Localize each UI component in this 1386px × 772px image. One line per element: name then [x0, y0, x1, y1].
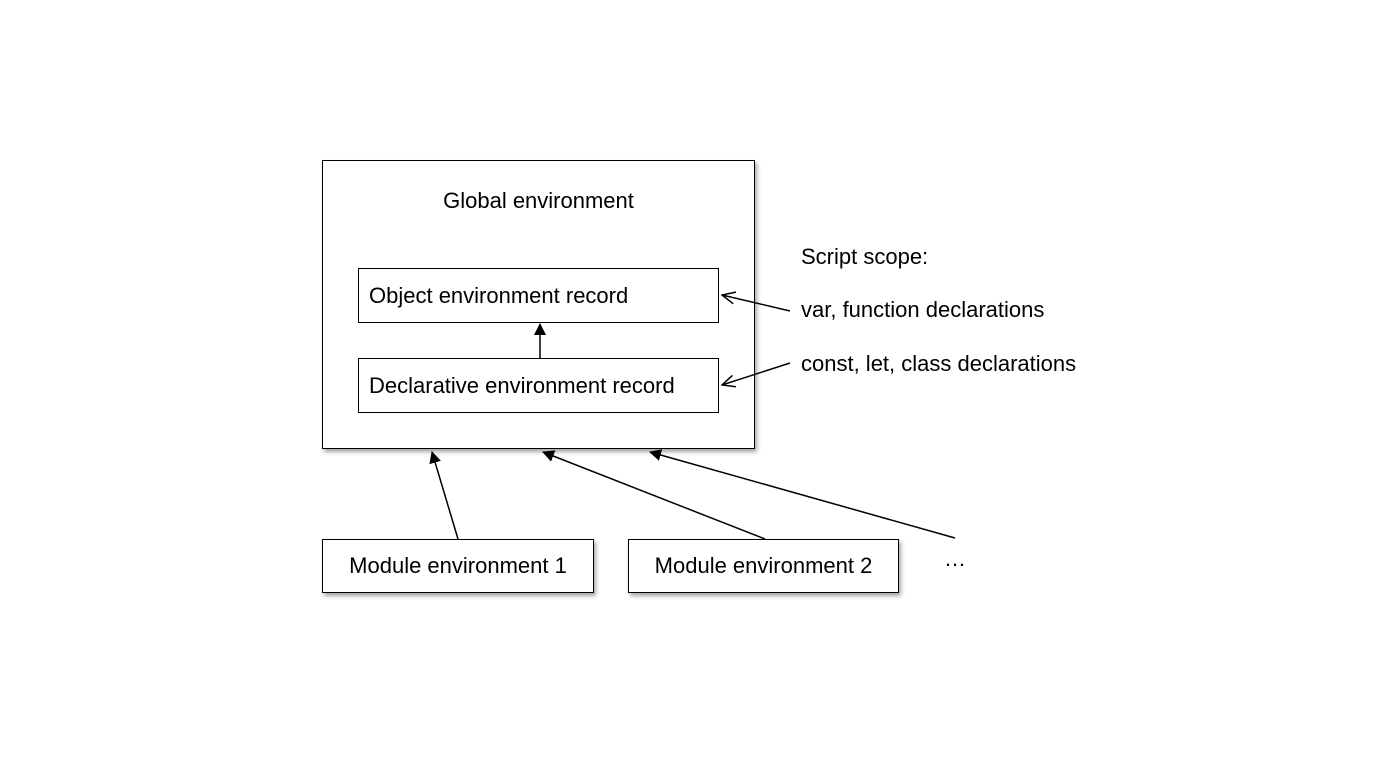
more-modules-ellipsis: … — [944, 546, 967, 571]
more-modules-to-global-arrow — [649, 449, 956, 539]
module2-to-global-arrow — [542, 450, 766, 540]
object-environment-record-box: Object environment record — [358, 268, 719, 323]
declarative-environment-record-label: Declarative environment record — [369, 372, 675, 398]
module-environment-2-label: Module environment 2 — [654, 553, 873, 578]
declarative-environment-record-box: Declarative environment record — [358, 358, 719, 413]
module-environment-1-box: Module environment 1 — [322, 539, 594, 593]
script-scope-var-label: var, function declarations — [801, 297, 1045, 322]
module1-to-global-arrow — [429, 451, 459, 540]
module-environment-1-label: Module environment 1 — [349, 553, 567, 578]
script-scope-title: Script scope: — [801, 244, 929, 269]
object-environment-record-label: Object environment record — [369, 282, 629, 308]
script-scope-const-label: const, let, class declarations — [801, 351, 1077, 376]
module-environment-2-box: Module environment 2 — [628, 539, 899, 593]
global-environment-title: Global environment — [443, 188, 634, 213]
